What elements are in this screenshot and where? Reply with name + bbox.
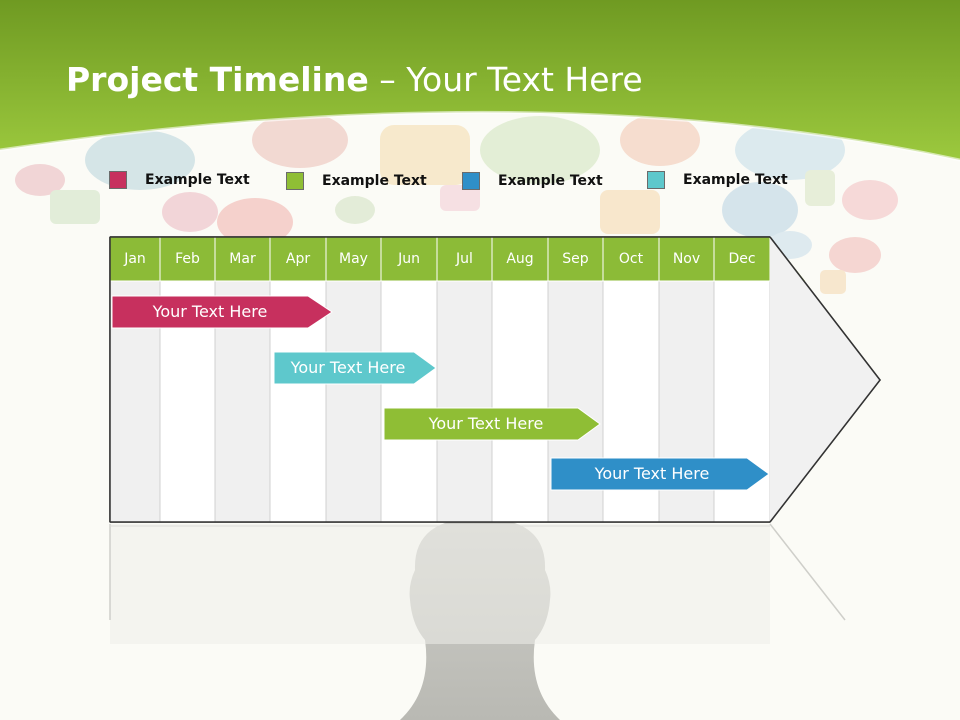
month-label-may: May [339,251,368,267]
task-bar-2 [273,351,437,385]
task-bar-4 [550,457,770,491]
month-header-cell-aug [491,236,549,282]
month-label-jul: Jul [456,251,473,267]
month-column-aug [491,280,549,523]
month-label-mar: Mar [229,251,256,267]
title-rest: – Your Text Here [368,60,643,99]
month-label-apr: Apr [285,251,311,267]
speech-bubbles-decoration [15,112,898,294]
month-label-aug: Aug [506,251,534,267]
task-bar-label-1: Your Text Here [152,302,268,321]
month-label-jan: Jan [124,251,146,267]
month-header-cell-apr [269,236,327,282]
legend-swatch-3 [462,172,480,190]
month-column-jun [380,280,438,523]
legend-swatch-1 [109,171,127,189]
month-column-may [325,280,382,523]
task-bar-label-4: Your Text Here [594,464,710,483]
month-label-nov: Nov [672,251,701,267]
task-bar-3 [383,407,601,441]
legend-label-4: Example Text [683,172,788,188]
month-label-oct: Oct [618,251,644,267]
task-bar-1 [111,295,333,329]
legend-label-3: Example Text [498,173,603,189]
task-bar-label-3: Your Text Here [428,414,544,433]
title-bold: Project Timeline [66,60,369,99]
month-label-feb: Feb [175,251,200,267]
month-label-dec: Dec [728,251,756,267]
legend-swatch-4 [647,171,665,189]
month-header-cell-dec [713,236,771,282]
legend-label-1: Example Text [145,172,250,188]
legend-swatch-2 [286,172,304,190]
month-header-cell-nov [658,236,715,282]
month-label-jun: Jun [398,251,420,267]
task-bar-label-2: Your Text Here [290,358,406,377]
month-header-cell-may [325,236,382,282]
month-header-cell-feb [159,236,216,282]
month-column-jul [436,280,493,523]
floor-reflection [109,523,846,644]
header-banner [0,0,960,160]
page-title: Project Timeline – Your Text Here [66,60,643,99]
legend-label-2: Example Text [322,173,427,189]
month-label-sep: Sep [562,251,589,267]
